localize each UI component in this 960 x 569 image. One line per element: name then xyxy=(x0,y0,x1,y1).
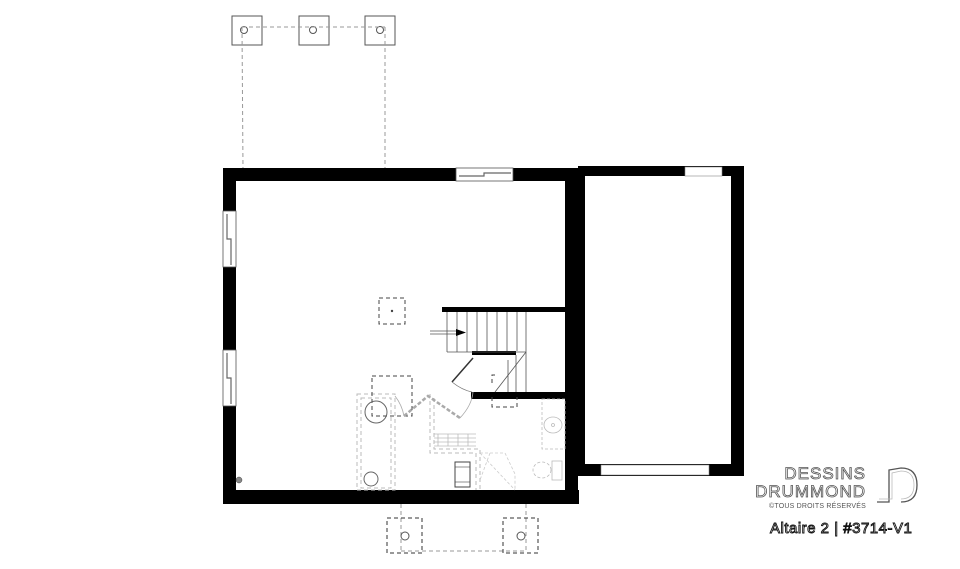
window-top xyxy=(455,167,514,182)
top-deck-footings xyxy=(231,15,396,46)
brand-rights: ©TOUS DROITS RÉSERVÉS xyxy=(768,503,866,510)
bottom-deck-footings xyxy=(386,517,539,554)
shelving xyxy=(434,433,476,447)
garage-walls xyxy=(578,166,744,476)
brand-d-logo-icon xyxy=(877,467,918,503)
window-left-lower xyxy=(222,349,237,407)
plan-caption: Altaire 2 | #3714-V1 xyxy=(770,520,913,538)
brand-logo-block: DESSINS DRUMMOND ©TOUS DROITS RÉSERVÉS xyxy=(748,462,928,552)
lower-stair-ghost xyxy=(479,452,516,491)
floor-drain-icon xyxy=(235,476,243,484)
staircase xyxy=(430,307,567,408)
brand-line1: DESSINS xyxy=(784,464,866,484)
water-heater-box xyxy=(371,375,413,417)
garage-window-top xyxy=(684,166,723,177)
mechanical-room-outline xyxy=(356,393,481,491)
bathroom xyxy=(532,398,566,481)
stair-arrow-icon xyxy=(430,329,466,336)
bottom-deck-outline xyxy=(400,504,527,552)
garage-opening-bottom xyxy=(600,464,710,476)
sump-pump-icon xyxy=(363,471,379,487)
folding-doors xyxy=(394,391,474,420)
brand-line2: DRUMMOND xyxy=(755,482,866,502)
window-left-upper xyxy=(222,210,237,268)
top-deck-outline xyxy=(241,26,386,171)
laundry-appliance xyxy=(454,461,471,488)
water-heater-icon xyxy=(364,400,388,424)
interior-post xyxy=(378,297,406,325)
